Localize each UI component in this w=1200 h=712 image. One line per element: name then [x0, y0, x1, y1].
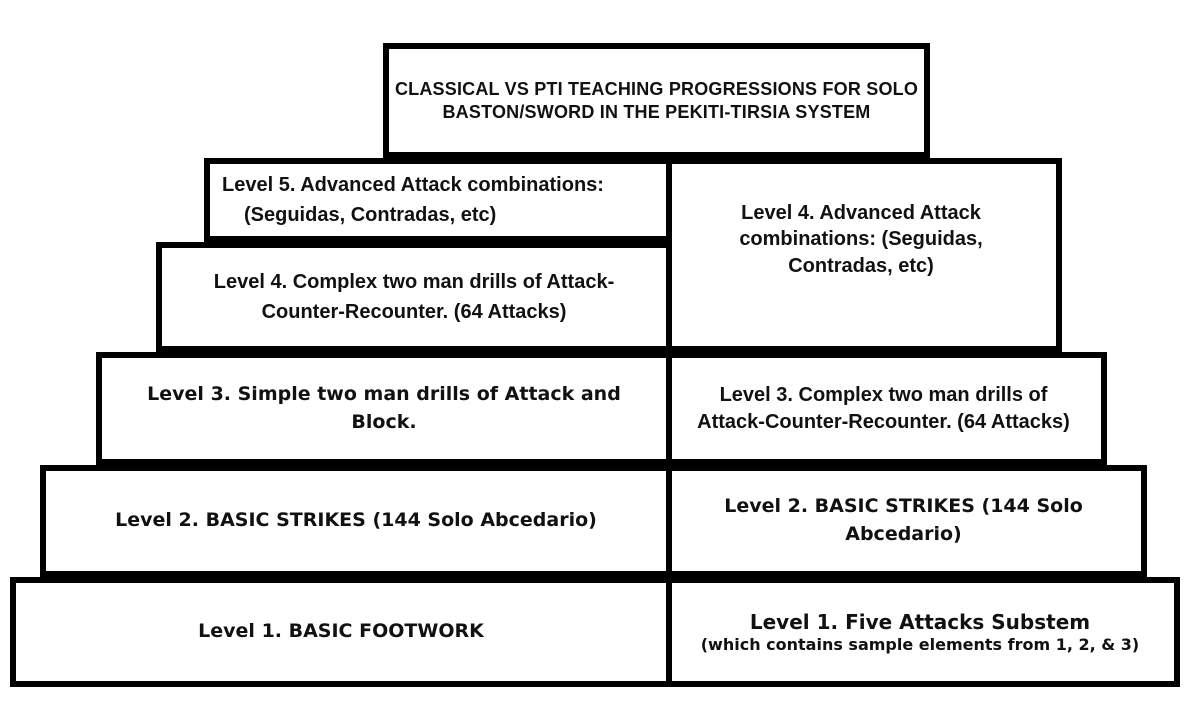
pti-level-1-box: Level 1. Five Attacks Substem (which con…: [660, 577, 1180, 687]
classical-level-1-box: Level 1. BASIC FOOTWORK: [10, 577, 672, 687]
pti-level-3-line-1: Level 3. Complex two man drills of: [719, 383, 1048, 406]
pti-level-4-line-3: Contradas, etc): [788, 254, 934, 277]
classical-level-4-box: Level 4. Complex two man drills of Attac…: [156, 242, 672, 352]
pti-level-2-line-1: Level 2. BASIC STRIKES (144 Solo: [724, 495, 1083, 518]
classical-level-3-line-1: Level 3. Simple two man drills of Attack…: [147, 382, 621, 405]
pti-level-3-line-2: Attack-Counter-Recounter. (64 Attacks): [697, 410, 1070, 433]
title-line-1: CLASSICAL VS PTI TEACHING PROGRESSIONS F…: [394, 79, 919, 99]
classical-level-2-box: Level 2. BASIC STRIKES (144 Solo Abcedar…: [40, 465, 672, 577]
classical-level-4-line-1: Level 4. Complex two man drills of Attac…: [213, 271, 615, 293]
pti-level-2-line-2: Abcedario): [845, 523, 962, 545]
pti-level-1-note: (which contains sample elements from 1, …: [700, 634, 1140, 654]
classical-level-3-line-2: Block.: [351, 410, 417, 433]
pti-level-4-line-2: combinations: (Seguidas,: [739, 228, 983, 251]
classical-level-2-line-1: Level 2. BASIC STRIKES (144 Solo Abcedar…: [115, 509, 597, 532]
pti-level-4-box: Level 4. Advanced Attack combinations: (…: [660, 158, 1062, 352]
title-box: CLASSICAL VS PTI TEACHING PROGRESSIONS F…: [383, 43, 930, 158]
classical-level-3-box: Level 3. Simple two man drills of Attack…: [96, 352, 672, 465]
pti-level-1-title: Level 1. Five Attacks Substem: [749, 609, 1091, 634]
classical-level-1-line-1: Level 1. BASIC FOOTWORK: [198, 620, 484, 643]
title-line-2: BASTON/SWORD IN THE PEKITI-TIRSIA SYSTEM: [442, 101, 871, 122]
pti-level-4-line-1: Level 4. Advanced Attack: [741, 202, 981, 224]
classical-level-5-line-2: (Seguidas, Contradas, etc): [244, 204, 497, 226]
classical-level-4-line-2: Counter-Recounter. (64 Attacks): [261, 301, 567, 323]
classical-level-5-box: Level 5. Advanced Attack combinations: (…: [204, 158, 672, 242]
pti-level-3-box: Level 3. Complex two man drills of Attac…: [660, 352, 1107, 465]
pti-level-2-box: Level 2. BASIC STRIKES (144 Solo Abcedar…: [660, 465, 1147, 577]
classical-level-5-line-1: Level 5. Advanced Attack combinations:: [222, 174, 604, 196]
